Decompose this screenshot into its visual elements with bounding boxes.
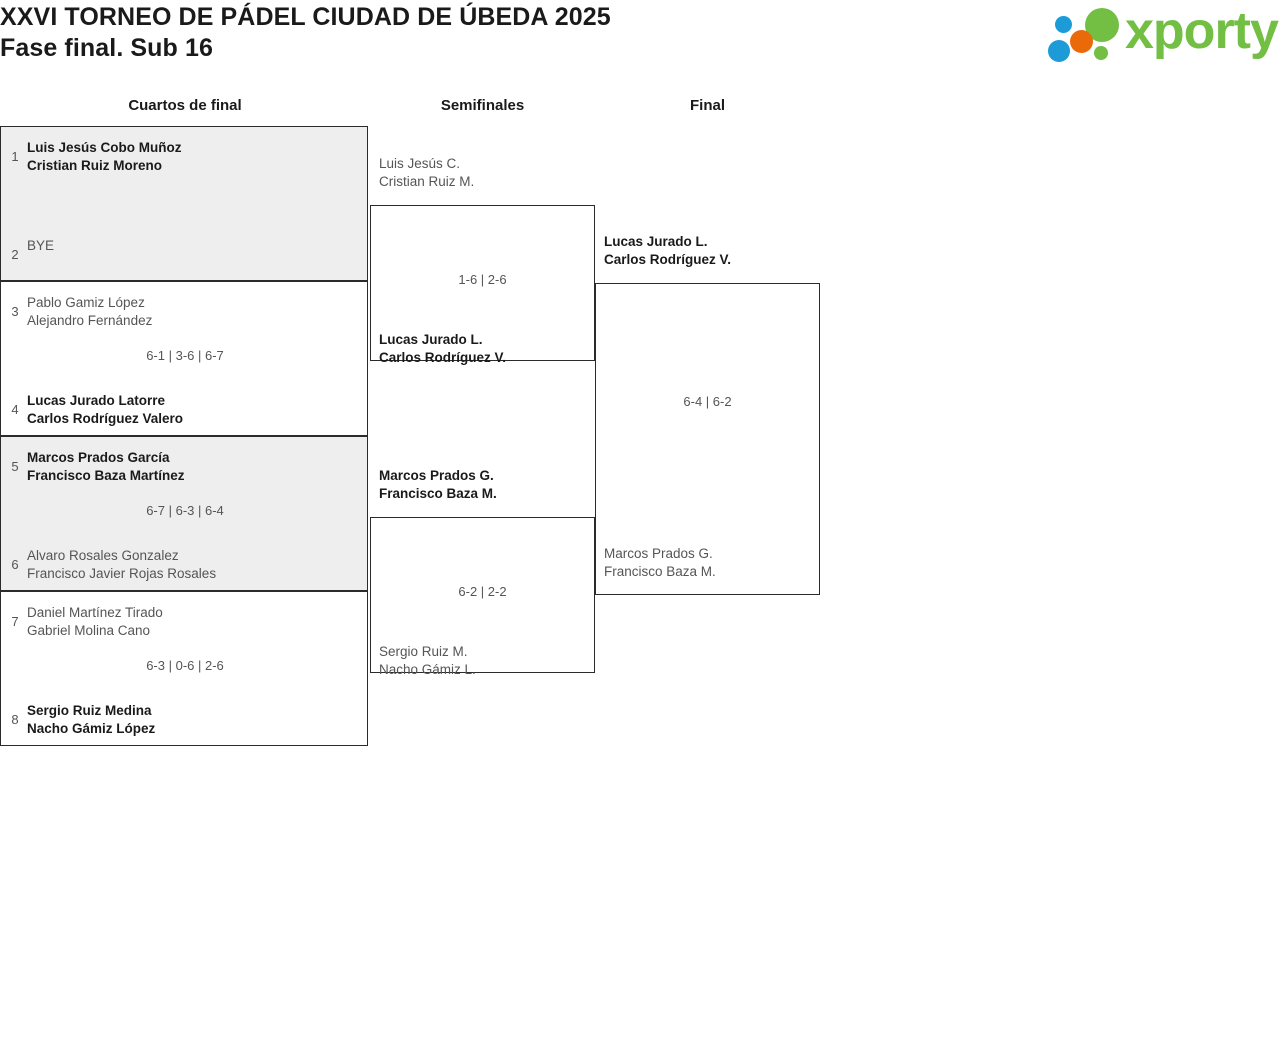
team-name: Lucas Jurado Latorre Carlos Rodríguez Va… xyxy=(27,392,359,428)
logo-dot-orange-icon xyxy=(1070,30,1093,53)
player-line: Francisco Baza Martínez xyxy=(27,468,185,483)
player-line: Marcos Prados García xyxy=(27,450,170,465)
player-line: Marcos Prados G. xyxy=(604,546,713,561)
match-score: 6-2 | 2-2 xyxy=(458,584,507,599)
match-box-quarterfinal-2[interactable]: 3 Pablo Gamiz López Alejandro Fernández … xyxy=(0,281,368,436)
title-block: XXVI TORNEO DE PÁDEL CIUDAD DE ÚBEDA 202… xyxy=(0,2,900,64)
match-box-final[interactable]: Lucas Jurado L. Carlos Rodríguez V. 6-4 … xyxy=(595,234,820,595)
seed-number: 6 xyxy=(11,557,19,572)
team-name: Marcos Prados García Francisco Baza Mart… xyxy=(27,449,359,485)
tournament-bracket: 1 Luis Jesús Cobo Muñoz Cristian Ruiz Mo… xyxy=(0,126,830,756)
team-name: Daniel Martínez Tirado Gabriel Molina Ca… xyxy=(27,604,359,640)
team-name: Pablo Gamiz López Alejandro Fernández xyxy=(27,294,359,330)
seed-number: 7 xyxy=(11,614,19,629)
player-line: Francisco Baza M. xyxy=(604,564,716,579)
player-line: Carlos Rodríguez V. xyxy=(604,252,732,267)
seed-number: 4 xyxy=(11,402,19,417)
match-score: 6-1 | 3-6 | 6-7 xyxy=(146,348,224,363)
player-line: Carlos Rodríguez Valero xyxy=(27,411,184,426)
player-line: Francisco Baza M. xyxy=(379,486,497,501)
logo-dots-icon xyxy=(1045,4,1133,66)
player-line: Francisco Javier Rojas Rosales xyxy=(27,566,217,581)
player-line: Lucas Jurado Latorre xyxy=(27,393,166,408)
player-line: Nacho Gámiz López xyxy=(27,721,156,736)
match-box-quarterfinal-3[interactable]: 5 Marcos Prados García Francisco Baza Ma… xyxy=(0,436,368,591)
match-box-semifinal-1[interactable]: Luis Jesús C. Cristian Ruiz M. 1-6 | 2-6… xyxy=(370,156,595,365)
player-line: Alvaro Rosales Gonzalez xyxy=(27,548,179,563)
player-line: Alejandro Fernández xyxy=(27,313,153,328)
player-line: Gabriel Molina Cano xyxy=(27,623,151,638)
team-name: Marcos Prados G. Francisco Baza M. xyxy=(604,545,811,581)
page-header: XXVI TORNEO DE PÁDEL CIUDAD DE ÚBEDA 202… xyxy=(0,0,1280,92)
team-name: Sergio Ruiz M. Nacho Gámiz L. xyxy=(379,643,586,679)
match-score: 6-3 | 0-6 | 2-6 xyxy=(146,658,224,673)
match-score: 6-4 | 6-2 xyxy=(683,394,732,409)
player-line: Sergio Ruiz M. xyxy=(379,644,468,659)
team-name: Lucas Jurado L. Carlos Rodríguez V. xyxy=(604,233,811,269)
team-name: Alvaro Rosales Gonzalez Francisco Javier… xyxy=(27,547,359,583)
logo-dot-green-small-icon xyxy=(1094,46,1108,60)
player-line: Luis Jesús Cobo Muñoz xyxy=(27,140,182,155)
player-line: Daniel Martínez Tirado xyxy=(27,605,163,620)
player-line: Sergio Ruiz Medina xyxy=(27,703,152,718)
team-name: Sergio Ruiz Medina Nacho Gámiz López xyxy=(27,702,359,738)
player-line: BYE xyxy=(27,238,55,253)
team-name: Marcos Prados G. Francisco Baza M. xyxy=(379,467,586,503)
logo-wordmark: xporty xyxy=(1125,2,1279,60)
round-header-quarterfinals: Cuartos de final xyxy=(128,97,242,114)
player-line: Nacho Gámiz L. xyxy=(379,662,476,677)
match-box-quarterfinal-1[interactable]: 1 Luis Jesús Cobo Muñoz Cristian Ruiz Mo… xyxy=(0,126,368,281)
page-subtitle: Fase final. Sub 16 xyxy=(0,34,213,62)
logo-dot-blue-large-icon xyxy=(1048,40,1070,62)
xporty-logo[interactable]: xporty xyxy=(1045,2,1279,66)
team-name: Luis Jesús Cobo Muñoz Cristian Ruiz More… xyxy=(27,139,359,175)
round-header-final: Final xyxy=(689,97,725,114)
seed-number: 5 xyxy=(11,459,19,474)
seed-number: 3 xyxy=(11,304,19,319)
seed-number: 1 xyxy=(11,149,19,164)
player-line: Carlos Rodríguez V. xyxy=(379,350,507,365)
match-box-quarterfinal-4[interactable]: 7 Daniel Martínez Tirado Gabriel Molina … xyxy=(0,591,368,746)
match-score: 6-7 | 6-3 | 6-4 xyxy=(146,503,224,518)
team-name: Lucas Jurado L. Carlos Rodríguez V. xyxy=(379,331,586,367)
team-name: Luis Jesús C. Cristian Ruiz M. xyxy=(379,155,586,191)
player-line: Lucas Jurado L. xyxy=(604,234,708,249)
player-line: Cristian Ruiz Moreno xyxy=(27,158,163,173)
match-score: 1-6 | 2-6 xyxy=(458,272,507,287)
match-box-semifinal-2[interactable]: Marcos Prados G. Francisco Baza M. 6-2 |… xyxy=(370,468,595,677)
player-line: Cristian Ruiz M. xyxy=(379,174,475,189)
seed-number: 2 xyxy=(11,247,19,262)
round-header-semifinals: Semifinales xyxy=(440,97,525,114)
player-line: Pablo Gamiz López xyxy=(27,295,145,310)
team-name: BYE xyxy=(27,237,359,255)
seed-number: 8 xyxy=(11,712,19,727)
player-line: Lucas Jurado L. xyxy=(379,332,483,347)
player-line: Luis Jesús C. xyxy=(379,156,461,171)
page-title: XXVI TORNEO DE PÁDEL CIUDAD DE ÚBEDA 202… xyxy=(0,3,611,31)
player-line: Marcos Prados G. xyxy=(379,468,494,483)
logo-dot-blue-small-icon xyxy=(1055,16,1072,33)
